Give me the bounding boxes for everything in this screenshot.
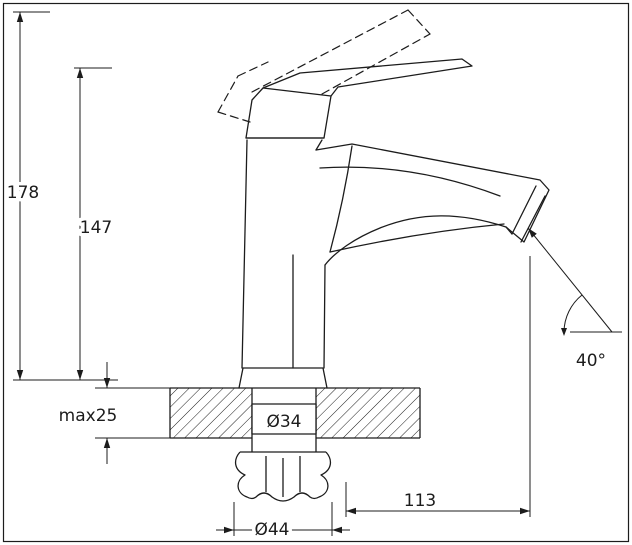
body-right-lower-edge: [323, 264, 326, 369]
dashed-base-top: [237, 61, 269, 77]
spout-facet-bottom: [329, 223, 505, 253]
base-flange: [238, 367, 328, 389]
arrow-40-arc: [561, 328, 567, 336]
aerator-line-1: [511, 185, 537, 235]
dashed-lever-top: [251, 9, 409, 93]
arrow-44-right: [332, 526, 342, 534]
mounting-nut: [234, 388, 332, 502]
arrow-113-left: [346, 507, 356, 515]
dim-178-label: 178: [7, 183, 39, 203]
dim-max25-label: max25: [59, 406, 118, 426]
handle-raised-dashed: [217, 9, 431, 123]
dim-34-label: Ø34: [266, 412, 301, 432]
dim-40-line: [527, 227, 613, 333]
dashed-base-left: [217, 75, 239, 113]
nut-outline: [234, 451, 332, 502]
dim-44-label: Ø44: [254, 520, 289, 540]
faucet-solid-outline: [238, 58, 550, 389]
arrow-40-tip: [528, 228, 537, 238]
handle-lever: [262, 58, 473, 97]
dim-40-label: 40°: [576, 351, 606, 371]
countertop-hatch-right: [316, 388, 420, 438]
dashed-base-bottom: [217, 111, 251, 123]
nut-flutes: [265, 456, 301, 497]
arrow-max25-bottom: [103, 438, 111, 448]
dashed-lever-bottom: [321, 33, 431, 95]
arrow-44-left: [224, 526, 234, 534]
handle-base: [245, 87, 332, 139]
dim-113-label: 113: [404, 491, 436, 511]
dashed-lever-end: [407, 9, 431, 35]
spout-root-facet: [329, 145, 353, 253]
dimension-lines: [13, 11, 622, 536]
body-left-edge: [241, 139, 248, 369]
aerator-line-2: [520, 195, 546, 243]
arrow-178-bottom: [16, 370, 24, 380]
arrow-147-top: [76, 68, 84, 78]
dim-40-arc: [563, 294, 583, 333]
arrow-max25-top: [103, 378, 111, 388]
countertop-hatch-left: [170, 388, 252, 438]
dimension-arrowheads: [16, 12, 567, 534]
body-right-upper-edge: [315, 139, 323, 151]
arrow-113-right: [520, 507, 530, 515]
arrow-147-bottom: [76, 370, 84, 380]
countertop: [169, 387, 421, 439]
shank-label-box: [251, 403, 317, 435]
spout-facet-top: [319, 166, 501, 197]
dimension-labels: 178 147 max25 Ø34 Ø44 113 40°: [3, 180, 609, 544]
aerator-end: [505, 226, 513, 235]
dim-147-label: 147: [80, 218, 112, 238]
arrow-178-top: [16, 12, 24, 22]
